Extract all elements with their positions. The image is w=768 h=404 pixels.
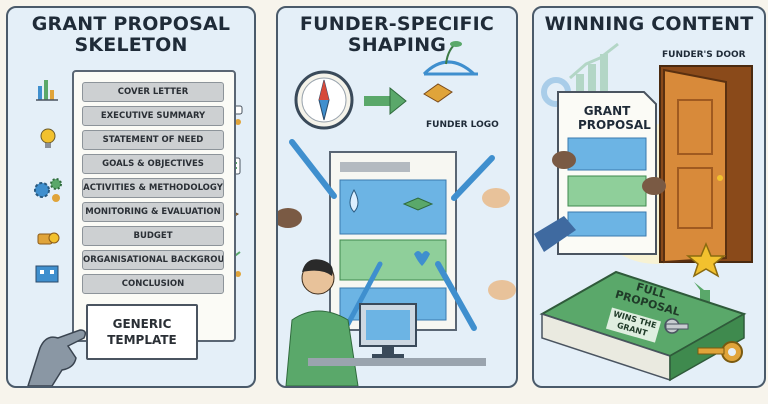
key-icon xyxy=(664,318,743,363)
panel-winning-content: WINNING CONTENT xyxy=(532,6,766,388)
section-monitoring-evaluation: MONITORING & EVALUATION xyxy=(82,202,224,222)
section-activities-methodology: ACTIVITIES & METHODOLOGY xyxy=(82,178,224,198)
compass-icon xyxy=(294,70,354,130)
section-executive-summary: EXECUTIVE SUMMARY xyxy=(82,106,224,126)
panel-title-line-2: SHAPING xyxy=(347,34,447,56)
grant-proposal-label-line-1: GRANT xyxy=(583,104,631,118)
panel-title-line-1: WINNING CONTENT xyxy=(544,13,754,35)
arrow-icon xyxy=(364,86,407,116)
panel-funder-specific-shaping: FUNDER-SPECIFIC SHAPING xyxy=(276,6,518,388)
handshake-bridge-icon xyxy=(422,41,478,103)
section-cover-letter: COVER LETTER xyxy=(82,82,224,102)
coins-icon xyxy=(37,232,60,245)
lightbulb-icon xyxy=(40,128,56,148)
section-statement-of-need: STATEMENT OF NEED xyxy=(82,130,224,150)
section-conclusion: CONCLUSION xyxy=(82,274,224,294)
funders-door-label: FUNDER'S DOOR xyxy=(662,50,746,60)
building-icon xyxy=(35,265,59,283)
template-label-line-2: TEMPLATE xyxy=(107,333,177,347)
panel-title: FUNDER-SPECIFIC SHAPING xyxy=(278,14,516,56)
paintbrush-icon xyxy=(289,139,495,331)
star-icon xyxy=(685,242,727,278)
panel-title-line-1: FUNDER-SPECIFIC xyxy=(299,13,495,35)
grant-proposal-label-line-2: PROPOSAL xyxy=(578,118,651,132)
heart-icon xyxy=(414,251,430,266)
grant-proposal-label: GRANT PROPOSAL xyxy=(578,104,651,132)
template-label-line-1: GENERIC xyxy=(112,317,172,331)
person-illustration xyxy=(285,259,359,386)
bar-chart-icon xyxy=(36,80,58,101)
section-goals-objectives: GOALS & OBJECTIVES xyxy=(82,154,224,174)
panel3-illustration xyxy=(534,42,753,382)
panel-title: WINNING CONTENT xyxy=(534,14,764,35)
panel-grant-proposal-skeleton: GRANT PROPOSAL SKELETON xyxy=(6,6,256,388)
panel2-illustration xyxy=(278,41,516,386)
door-icon xyxy=(659,65,753,264)
funder-logo-label: FUNDER LOGO xyxy=(426,120,499,130)
hand-illustration xyxy=(27,329,87,386)
graduation-cap-icon xyxy=(402,197,434,211)
panel-title-line-2: SKELETON xyxy=(74,34,188,56)
panel-title: GRANT PROPOSAL SKELETON xyxy=(8,14,254,56)
section-organisational-background: ORGANISATIONAL BACKGROUND xyxy=(82,250,224,270)
panel-title-line-1: GRANT PROPOSAL xyxy=(31,13,231,35)
droplet-icon xyxy=(349,188,359,213)
gears-icon xyxy=(34,178,62,202)
generic-template-card: GENERIC TEMPLATE xyxy=(86,304,198,360)
section-budget: BUDGET xyxy=(82,226,224,246)
